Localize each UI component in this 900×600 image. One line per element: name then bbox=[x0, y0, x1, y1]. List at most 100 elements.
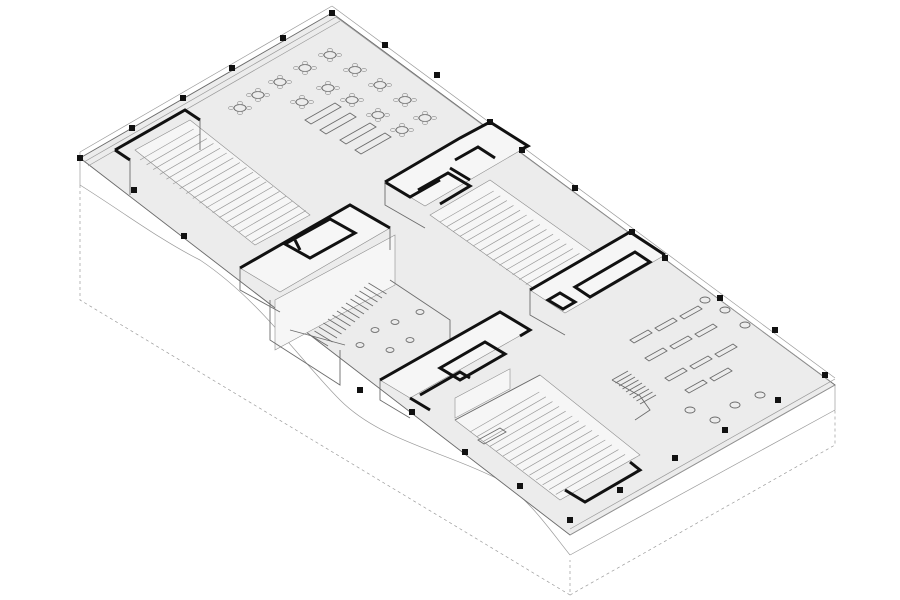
column bbox=[567, 517, 573, 523]
column bbox=[517, 483, 523, 489]
cafe-chair bbox=[311, 66, 317, 70]
seat-row bbox=[492, 229, 547, 261]
seat-row bbox=[459, 205, 514, 237]
stair-tread bbox=[318, 326, 338, 339]
seat-row bbox=[238, 200, 293, 233]
stair-tread bbox=[341, 306, 360, 319]
cafe-chair bbox=[340, 98, 346, 102]
classroom-desk bbox=[664, 367, 688, 382]
cafe-chair bbox=[375, 118, 381, 122]
column bbox=[775, 397, 781, 403]
lounge-table bbox=[709, 416, 721, 424]
column bbox=[572, 185, 578, 191]
stair-tread bbox=[368, 282, 387, 295]
column bbox=[181, 233, 187, 239]
cafe-chair bbox=[399, 133, 405, 137]
seat-row bbox=[555, 454, 626, 495]
cafe-chair bbox=[299, 95, 305, 99]
column bbox=[629, 229, 635, 235]
stair-tread bbox=[363, 286, 383, 299]
main-stair bbox=[309, 282, 425, 353]
cafe-chair bbox=[361, 68, 367, 72]
column bbox=[329, 10, 335, 16]
stair-tread bbox=[327, 318, 347, 331]
classroom-desk bbox=[654, 317, 678, 332]
seat-row bbox=[466, 209, 521, 242]
cafe-chair bbox=[293, 66, 299, 70]
stair-tread bbox=[354, 294, 374, 307]
stair-tread bbox=[632, 388, 650, 399]
service-core-west bbox=[239, 203, 391, 313]
cafe-chair bbox=[308, 100, 314, 104]
seat-row bbox=[446, 195, 501, 228]
cafe-chair bbox=[377, 88, 383, 92]
seat-row bbox=[502, 415, 573, 457]
seat-row bbox=[153, 138, 208, 170]
lounge-table bbox=[729, 401, 741, 409]
cafe-chair bbox=[336, 53, 342, 57]
cafe-bench bbox=[354, 132, 392, 155]
cafe-chair bbox=[402, 93, 408, 97]
cafe-chair bbox=[393, 98, 399, 102]
service-core-south bbox=[379, 310, 533, 419]
seat-row bbox=[525, 253, 580, 285]
seat-row bbox=[139, 128, 194, 161]
atrium-table bbox=[370, 327, 380, 333]
cafe-chair bbox=[302, 71, 308, 75]
cafe-chair bbox=[352, 73, 358, 77]
lounge-table bbox=[684, 406, 696, 414]
cafe-bench bbox=[304, 102, 342, 125]
seat-row bbox=[489, 406, 560, 447]
cafe-chair bbox=[411, 98, 417, 102]
cafe-seating-area bbox=[228, 48, 437, 155]
stair-tread bbox=[615, 373, 632, 384]
auditorium-south-seating bbox=[469, 391, 626, 495]
classroom-desk bbox=[694, 323, 718, 338]
seat-row bbox=[192, 167, 247, 199]
column bbox=[280, 35, 286, 41]
seat-row bbox=[199, 171, 254, 204]
auditorium-south bbox=[454, 368, 643, 504]
stair-tread bbox=[611, 370, 629, 381]
cafe-chair bbox=[327, 58, 333, 62]
seat-row bbox=[505, 238, 560, 271]
cafe-chair bbox=[334, 86, 340, 90]
lounge-table bbox=[699, 296, 711, 304]
cafe-chair bbox=[255, 98, 261, 102]
cafe-chair bbox=[327, 48, 333, 52]
auditorium-north bbox=[114, 108, 311, 246]
seat-row bbox=[232, 195, 287, 228]
atrium-table bbox=[415, 309, 425, 315]
stair-tread bbox=[309, 334, 329, 347]
cafe-chair bbox=[277, 75, 283, 79]
seat-row bbox=[172, 152, 227, 185]
column bbox=[487, 119, 493, 125]
stair-tread bbox=[323, 322, 342, 335]
stair-tread bbox=[336, 310, 356, 323]
column bbox=[357, 387, 363, 393]
column bbox=[717, 295, 723, 301]
classroom-desk bbox=[644, 347, 668, 362]
lounge-table bbox=[739, 321, 751, 329]
cafe-bench bbox=[319, 112, 357, 135]
seat-row bbox=[472, 214, 527, 247]
seat-row bbox=[479, 219, 534, 252]
cafe-chair bbox=[255, 88, 261, 92]
column bbox=[409, 409, 415, 415]
column bbox=[617, 487, 623, 493]
cafe-chair bbox=[290, 100, 296, 104]
column bbox=[772, 327, 778, 333]
atrium-table bbox=[405, 337, 415, 343]
seat-row bbox=[529, 434, 599, 476]
atrium-table bbox=[355, 342, 365, 348]
stair-tread bbox=[618, 376, 636, 387]
cafe-chair bbox=[237, 101, 243, 105]
seat-row bbox=[225, 191, 280, 223]
seat-row bbox=[476, 396, 547, 438]
seat-row bbox=[516, 425, 586, 466]
seat-row bbox=[469, 391, 540, 433]
cafe-chair bbox=[316, 86, 322, 90]
seat-row bbox=[159, 143, 214, 175]
cafe-chair bbox=[299, 105, 305, 109]
